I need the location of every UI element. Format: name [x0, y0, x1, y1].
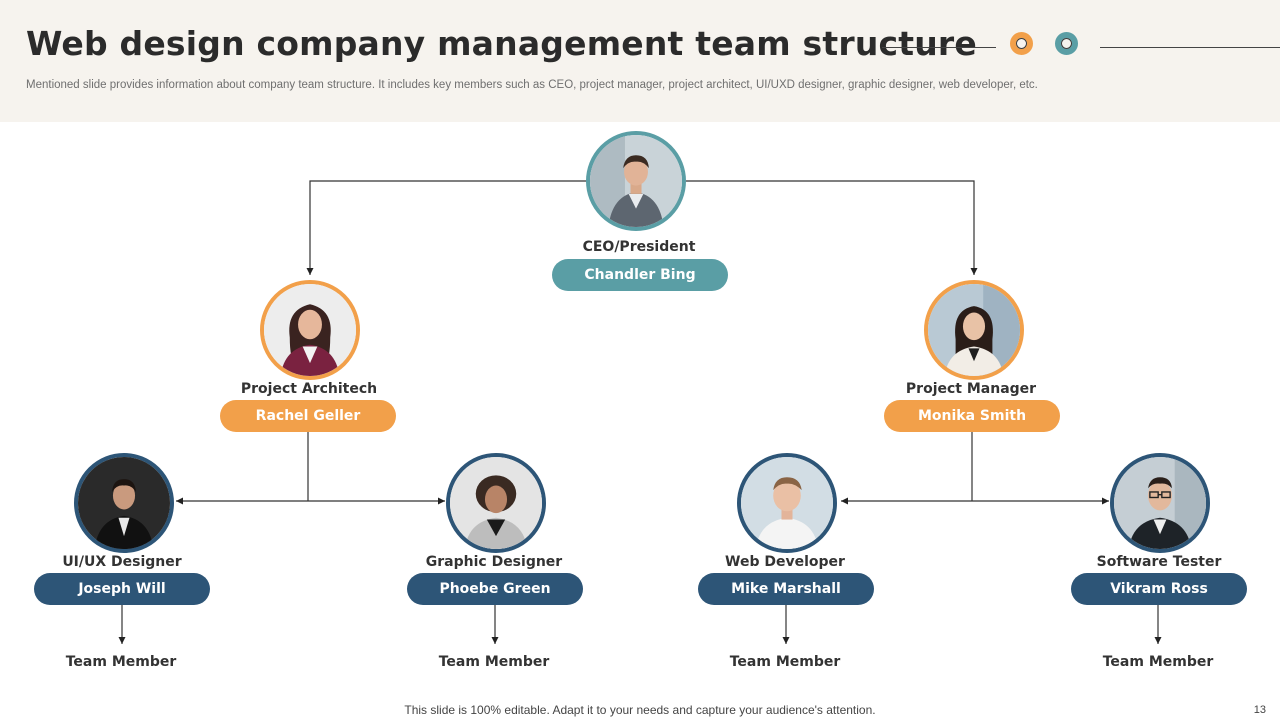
person-photo-icon [78, 457, 170, 549]
ceo-photo [586, 131, 686, 231]
ceo-name-badge: Chandler Bing [552, 259, 728, 291]
page-number: 13 [1253, 704, 1266, 716]
uiux-team-member-label: Team Member [65, 654, 177, 670]
title-rule-left [882, 47, 996, 48]
architect-photo [260, 280, 360, 380]
software-tester-name-badge: Vikram Ross [1071, 573, 1247, 605]
graphic-designer-role: Graphic Designer [425, 554, 563, 570]
web-developer-name-badge: Mike Marshall [698, 573, 874, 605]
web-developer-photo [737, 453, 837, 553]
software-tester-photo [1110, 453, 1210, 553]
uiux-designer-role: UI/UX Designer [62, 554, 182, 570]
software-tester-role: Software Tester [1096, 554, 1222, 570]
manager-role: Project Manager [905, 381, 1037, 397]
footer-note: This slide is 100% editable. Adapt it to… [404, 703, 876, 717]
person-photo-icon [928, 284, 1020, 376]
graphic-designer-photo [446, 453, 546, 553]
web-developer-role: Web Developer [725, 554, 845, 570]
ceo-to-architect-line [306, 180, 587, 275]
title-rule-right [1100, 47, 1280, 48]
header-band: Web design company management team struc… [0, 0, 1280, 122]
ceo-role: CEO/President [582, 239, 696, 255]
manager-photo [924, 280, 1024, 380]
webdev-team-member-label: Team Member [729, 654, 841, 670]
ring-orange-icon [1010, 32, 1033, 55]
graphic-designer-name-badge: Phoebe Green [407, 573, 583, 605]
person-photo-icon [264, 284, 356, 376]
tester-team-member-label: Team Member [1102, 654, 1214, 670]
uiux-designer-photo [74, 453, 174, 553]
page-title: Web design company management team struc… [26, 24, 977, 63]
person-photo-icon [741, 457, 833, 549]
architect-role: Project Architech [240, 381, 378, 397]
ring-teal-icon [1055, 32, 1078, 55]
graphic-team-member-label: Team Member [438, 654, 550, 670]
architect-name-badge: Rachel Geller [220, 400, 396, 432]
person-photo-icon [590, 135, 682, 227]
person-photo-icon [450, 457, 542, 549]
person-photo-icon [1114, 457, 1206, 549]
uiux-designer-name-badge: Joseph Will [34, 573, 210, 605]
page-subtitle: Mentioned slide provides information abo… [26, 79, 1038, 91]
manager-name-badge: Monika Smith [884, 400, 1060, 432]
ceo-to-manager-line [686, 180, 978, 275]
